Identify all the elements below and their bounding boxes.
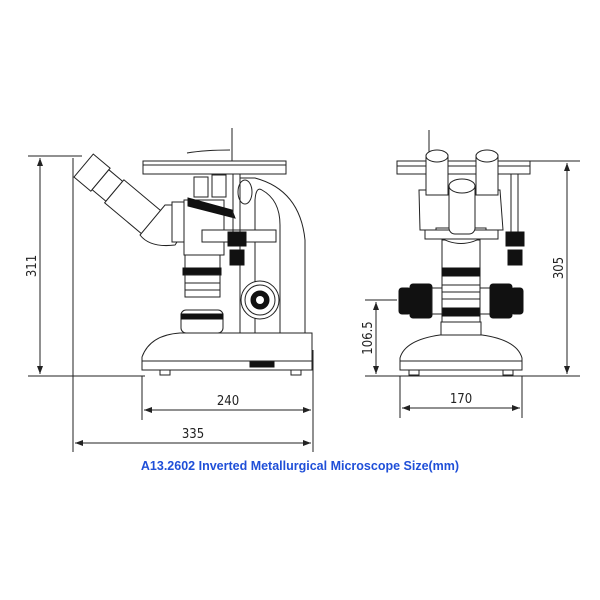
front-knob-height-label: 106.5 <box>361 321 376 354</box>
front-height-label: 305 <box>552 257 567 279</box>
front-base-width-label: 170 <box>450 392 472 407</box>
side-base-width-label: 240 <box>217 394 239 409</box>
side-view <box>28 128 314 452</box>
front-view <box>365 130 580 418</box>
side-total-width-label: 335 <box>182 427 204 442</box>
figure-caption: A13.2602 Inverted Metallurgical Microsco… <box>140 459 460 473</box>
side-height-label: 311 <box>25 255 40 277</box>
